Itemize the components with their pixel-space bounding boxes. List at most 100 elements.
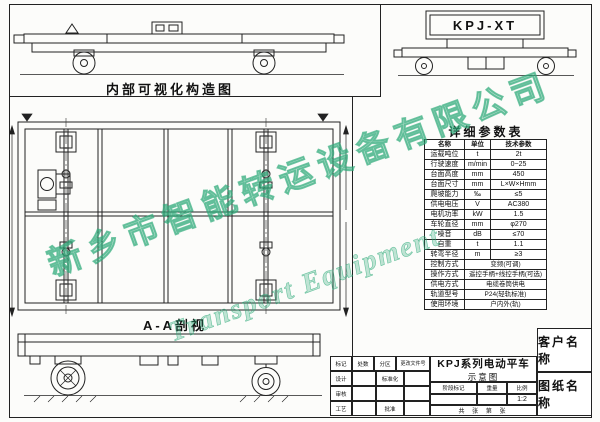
product-title: KPJ系列电动平车 — [437, 357, 530, 370]
param-name: 运载吨位 — [424, 149, 465, 160]
param-name: 电机功率 — [424, 209, 465, 220]
param-value: 1.1 — [490, 239, 547, 250]
params-header-name: 名称 — [424, 139, 465, 150]
param-name: 使用环境 — [424, 299, 465, 310]
drawing-name-box: 图纸名称 — [537, 372, 592, 416]
param-value: ≤70 — [490, 229, 547, 240]
param-unit: mm — [464, 179, 491, 190]
param-row: 使用环境户内外(轨) — [424, 299, 547, 310]
param-value: P24(轻轨标准) — [464, 289, 547, 300]
param-name: 供电电压 — [424, 199, 465, 210]
param-unit: m — [464, 249, 491, 260]
partition-line-vertical-top — [380, 4, 381, 96]
param-name: 自重 — [424, 239, 465, 250]
titleblock-cell-empty — [430, 394, 477, 405]
params-header-row: 名称 单位 技术参数 — [424, 139, 547, 150]
param-unit: dB — [464, 229, 491, 240]
param-row: 爬坡能力‰≤5 — [424, 189, 547, 200]
side-elevation-drawing — [13, 21, 345, 75]
titleblock-cell-weight: 重量 — [477, 382, 507, 394]
titleblock-cell-zone: 分区 — [374, 356, 396, 371]
titleblock-cell-empty — [404, 386, 430, 401]
titleblock-cell-design: 设计 — [330, 371, 352, 386]
param-value: 450 — [490, 169, 547, 180]
titleblock-scale-value: 1:2 — [507, 394, 537, 405]
partition-line-vertical-mid — [352, 96, 353, 356]
param-name: 操作方式 — [424, 269, 465, 280]
param-value: 遥控手柄+线控手柄(可选) — [464, 269, 547, 280]
param-name: 行驶速度 — [424, 159, 465, 170]
titleblock-cell-empty — [376, 386, 404, 401]
titleblock-cell-process: 工艺 — [330, 401, 352, 416]
titleblock-cell-stage: 阶段标记 — [430, 382, 477, 394]
params-header-value: 技术参数 — [490, 139, 547, 150]
params-table-title: 详细参数表 — [448, 125, 524, 139]
titleblock-cell-empty — [352, 401, 376, 416]
params-header-unit: 单位 — [464, 139, 491, 150]
param-name: 控制方式 — [424, 259, 465, 270]
titleblock-cell-count: 处数 — [352, 356, 374, 371]
param-unit: V — [464, 199, 491, 210]
param-value: AC380 — [490, 199, 547, 210]
titleblock-cell-standard: 标准化 — [376, 371, 404, 386]
titleblock-sheets-cell: 共 张 第 张 — [430, 405, 537, 416]
param-value: 电缆卷筒供电 — [464, 279, 547, 290]
param-name: 噪音 — [424, 229, 465, 240]
param-unit: t — [464, 239, 491, 250]
param-name: 轨道型号 — [424, 289, 465, 300]
param-value: L×W×Hmm — [490, 179, 547, 190]
titleblock-cell-approve: 批准 — [376, 401, 404, 416]
param-name: 台面尺寸 — [424, 179, 465, 190]
param-row: 操作方式遥控手柄+线控手柄(可选) — [424, 269, 547, 280]
param-name: 供电方式 — [424, 279, 465, 290]
param-unit: mm — [464, 169, 491, 180]
param-value: 1.5 — [490, 209, 547, 220]
titleblock-cell-scale: 比例 — [507, 382, 537, 394]
titleblock-cell-empty — [477, 394, 507, 405]
sheet-border — [9, 4, 592, 418]
end-view-drawing: KPJ-XT — [393, 10, 577, 76]
param-unit: m/min — [464, 159, 491, 170]
titleblock-product-cell: KPJ系列电动平车 示意图 — [430, 356, 537, 382]
param-value: 0~25 — [490, 159, 547, 170]
titleblock-cell-empty — [404, 371, 430, 386]
param-name: 爬坡能力 — [424, 189, 465, 200]
param-unit: mm — [464, 219, 491, 230]
param-name: 车轮直径 — [424, 219, 465, 230]
bottom-side-drawing — [17, 333, 322, 403]
param-unit: ‰ — [464, 189, 491, 200]
param-row: 控制方式变频(可调) — [424, 259, 547, 270]
param-unit: t — [464, 149, 491, 160]
titleblock-cell-empty — [404, 401, 430, 416]
param-row: 供电方式电缆卷筒供电 — [424, 279, 547, 290]
param-unit: kW — [464, 209, 491, 220]
param-value: 2t — [490, 149, 547, 160]
param-value: ≤5 — [490, 189, 547, 200]
param-value: φ270 — [490, 219, 547, 230]
product-subtitle: 示意图 — [467, 371, 500, 382]
titleblock-cell-mark: 标记 — [330, 356, 352, 371]
partition-line-horizontal — [9, 96, 381, 97]
param-name: 台面高度 — [424, 169, 465, 180]
section-label: A-A剖视 — [142, 318, 208, 333]
plan-section-drawing — [9, 113, 349, 318]
titleblock-cell-empty — [352, 386, 376, 401]
customer-name-box: 客户名称 — [537, 328, 592, 372]
titleblock-cell-empty — [352, 371, 376, 386]
param-value: 变频(可调) — [464, 259, 547, 270]
model-label: KPJ-XT — [453, 18, 517, 33]
titleblock-cell-docno: 更改文件号 — [396, 356, 430, 371]
